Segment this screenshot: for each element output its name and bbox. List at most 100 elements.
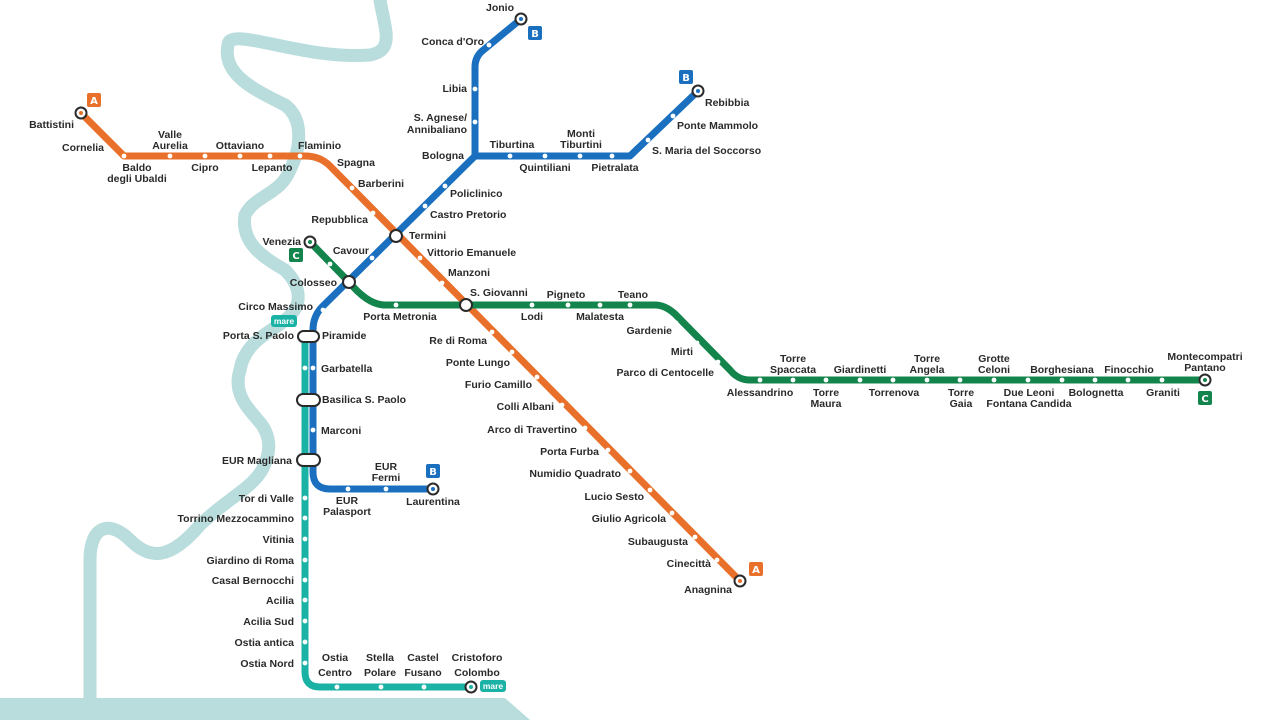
- station-label[interactable]: Torre: [813, 387, 839, 399]
- station-label[interactable]: Flaminio: [298, 140, 341, 152]
- station-dot[interactable]: [1125, 377, 1131, 383]
- station-dot[interactable]: [509, 349, 515, 355]
- station-dot[interactable]: [472, 86, 478, 92]
- station-dot[interactable]: [692, 534, 698, 540]
- station-dot[interactable]: [302, 618, 308, 624]
- station-dot[interactable]: [627, 302, 633, 308]
- station-label[interactable]: EUR: [375, 461, 398, 473]
- station-label[interactable]: Rebibbia: [705, 97, 749, 109]
- station-label[interactable]: Aurelia: [152, 140, 188, 152]
- station-label[interactable]: Torrenova: [869, 387, 920, 399]
- station-label[interactable]: Vittorio Emanuele: [427, 247, 516, 259]
- station-label[interactable]: Policlinico: [450, 188, 503, 200]
- station-label[interactable]: Polare: [364, 667, 396, 679]
- station-label[interactable]: Porta Furba: [540, 446, 599, 458]
- station-label[interactable]: Porta S. Paolo: [223, 330, 294, 342]
- station-label[interactable]: Piramide: [322, 330, 367, 342]
- station-dot[interactable]: [302, 577, 308, 583]
- interchange-basilica[interactable]: [296, 393, 321, 407]
- station-label[interactable]: Colli Albani: [497, 401, 554, 413]
- station-label[interactable]: Grotte: [978, 353, 1010, 365]
- station-label[interactable]: Acilia: [266, 595, 294, 607]
- station-dot[interactable]: [489, 329, 495, 335]
- station-dot[interactable]: [790, 377, 796, 383]
- station-label[interactable]: Pietralata: [591, 162, 638, 174]
- station-label[interactable]: Pantano: [1184, 362, 1225, 374]
- station-label[interactable]: Celoni: [978, 364, 1010, 376]
- station-label[interactable]: Palasport: [323, 506, 371, 518]
- station-dot[interactable]: [924, 377, 930, 383]
- station-label[interactable]: Due Leoni: [1004, 387, 1055, 399]
- station-label[interactable]: Torre: [948, 387, 974, 399]
- station-label[interactable]: Re di Roma: [429, 335, 487, 347]
- station-dot[interactable]: [310, 427, 316, 433]
- station-dot[interactable]: [439, 280, 445, 286]
- station-dot[interactable]: [714, 557, 720, 563]
- station-label[interactable]: Lucio Sesto: [584, 491, 644, 503]
- station-label[interactable]: Giardino di Roma: [206, 555, 294, 567]
- station-label[interactable]: Spaccata: [770, 364, 816, 376]
- interchange-colosseo[interactable]: [342, 275, 356, 289]
- station-label[interactable]: Torre: [780, 353, 806, 365]
- station-label[interactable]: Vitinia: [263, 534, 294, 546]
- station-label[interactable]: EUR Magliana: [222, 455, 292, 467]
- station-label[interactable]: Lodi: [521, 311, 543, 323]
- station-dot[interactable]: [647, 487, 653, 493]
- station-dot[interactable]: [890, 377, 896, 383]
- station-label[interactable]: Borghesiana: [1030, 364, 1094, 376]
- station-label[interactable]: Graniti: [1146, 387, 1180, 399]
- station-label[interactable]: Castel: [407, 652, 439, 664]
- station-label[interactable]: Repubblica: [311, 214, 368, 226]
- station-dot[interactable]: [529, 302, 535, 308]
- station-label[interactable]: Acilia Sud: [243, 616, 294, 628]
- station-dot[interactable]: [486, 42, 492, 48]
- station-label[interactable]: Venezia: [262, 236, 301, 248]
- station-label[interactable]: EUR: [336, 495, 359, 507]
- station-dot[interactable]: [369, 255, 375, 261]
- station-label[interactable]: Monti: [567, 128, 595, 140]
- station-dot[interactable]: [694, 340, 700, 346]
- station-dot[interactable]: [534, 374, 540, 380]
- station-label[interactable]: Lepanto: [252, 162, 293, 174]
- station-label[interactable]: Quintiliani: [519, 162, 570, 174]
- station-label[interactable]: Battistini: [29, 119, 74, 131]
- station-label[interactable]: Furio Camillo: [465, 379, 532, 391]
- station-label[interactable]: Ostia antica: [234, 637, 294, 649]
- station-label[interactable]: Barberini: [358, 178, 404, 190]
- station-label[interactable]: Fontana Candida: [986, 398, 1071, 410]
- station-label[interactable]: Giardinetti: [834, 364, 887, 376]
- station-label[interactable]: Centro: [318, 667, 352, 679]
- station-dot[interactable]: [715, 359, 721, 365]
- station-label[interactable]: Cavour: [333, 245, 369, 257]
- station-dot[interactable]: [302, 639, 308, 645]
- station-label[interactable]: S. Maria del Soccorso: [652, 145, 761, 157]
- station-label[interactable]: Basilica S. Paolo: [322, 394, 406, 406]
- station-label[interactable]: Bologna: [422, 150, 464, 162]
- station-dot[interactable]: [393, 302, 399, 308]
- station-dot[interactable]: [237, 153, 243, 159]
- station-dot[interactable]: [1025, 377, 1031, 383]
- station-label[interactable]: Valle: [158, 129, 182, 141]
- station-dot[interactable]: [422, 203, 428, 209]
- station-label[interactable]: Bolognetta: [1069, 387, 1124, 399]
- station-label[interactable]: Cristoforo: [452, 652, 503, 664]
- station-dot[interactable]: [605, 447, 611, 453]
- station-label[interactable]: Fermi: [372, 472, 401, 484]
- station-label[interactable]: S. Agnese/: [414, 112, 467, 124]
- station-dot[interactable]: [267, 153, 273, 159]
- station-dot[interactable]: [302, 536, 308, 542]
- station-label[interactable]: Cipro: [191, 162, 218, 174]
- station-label[interactable]: Montecompatri: [1167, 351, 1242, 363]
- interchange-s-giovanni[interactable]: [459, 298, 473, 312]
- station-dot[interactable]: [673, 320, 679, 326]
- station-dot[interactable]: [302, 660, 308, 666]
- station-label[interactable]: Manzoni: [448, 267, 490, 279]
- station-dot[interactable]: [417, 255, 423, 261]
- station-label[interactable]: Jonio: [486, 2, 514, 14]
- station-label[interactable]: Maura: [811, 398, 842, 410]
- station-label[interactable]: Cornelia: [62, 142, 104, 154]
- station-dot[interactable]: [302, 597, 308, 603]
- station-dot[interactable]: [202, 153, 208, 159]
- station-dot[interactable]: [582, 425, 588, 431]
- station-dot[interactable]: [823, 377, 829, 383]
